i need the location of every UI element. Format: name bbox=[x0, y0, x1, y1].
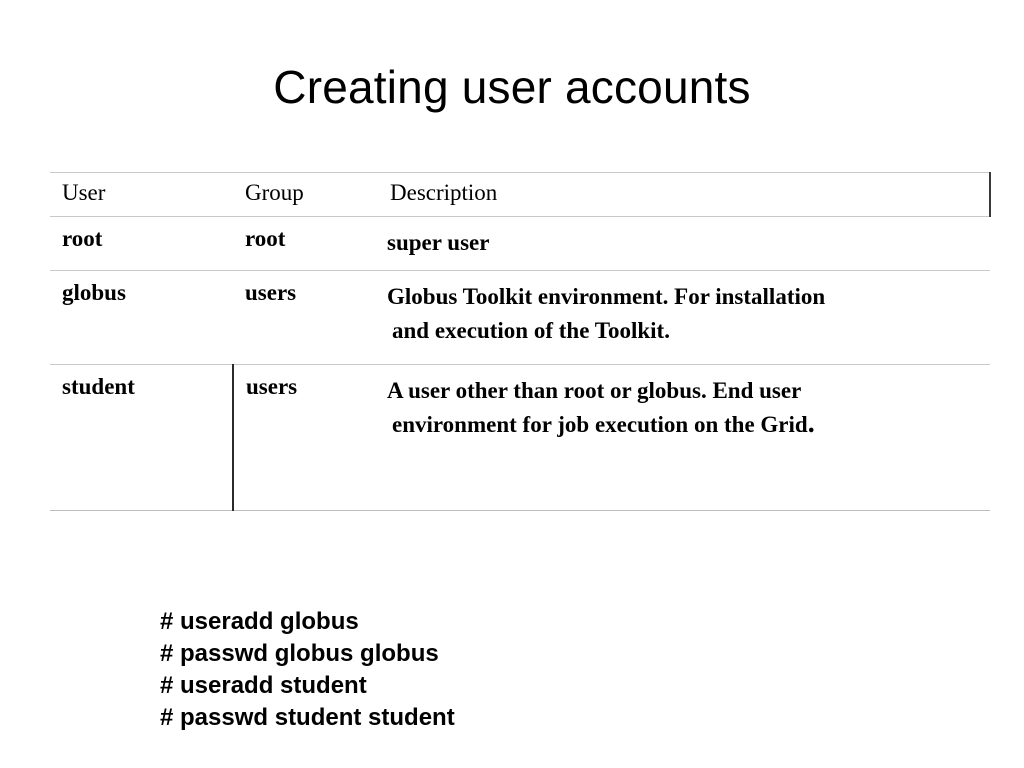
description-trailing-punctuation: . bbox=[807, 407, 815, 439]
command-line: # useradd globus bbox=[160, 608, 359, 635]
table-row: student users A user other than root or … bbox=[50, 364, 990, 511]
group-value: users bbox=[246, 374, 298, 399]
cell-user-globus: globus bbox=[50, 270, 233, 365]
description-value: Globus Toolkit environment. For installa… bbox=[343, 271, 990, 348]
table-row: root root super user bbox=[50, 216, 990, 271]
column-header-group: Group bbox=[245, 180, 304, 205]
column-header-user: User bbox=[62, 180, 106, 205]
cell-group-student: users bbox=[232, 364, 343, 511]
cell-group-globus: users bbox=[233, 270, 343, 365]
column-header-description: Description bbox=[390, 180, 498, 205]
command-line: # passwd student student bbox=[160, 703, 455, 731]
cell-description-root: super user bbox=[343, 216, 990, 271]
user-accounts-table: User Group Description root root super u… bbox=[50, 172, 991, 511]
description-value: A user other than root or globus. End us… bbox=[343, 365, 990, 442]
user-value: root bbox=[62, 226, 103, 251]
page-title: Creating user accounts bbox=[273, 61, 751, 113]
cell-group-root: root bbox=[233, 216, 343, 271]
header-cell-description: Description bbox=[343, 172, 991, 217]
description-line-text: environment for job execution on the Gri… bbox=[392, 411, 808, 437]
group-value: users bbox=[245, 280, 297, 305]
header-cell-user: User bbox=[50, 172, 233, 217]
command-line: # useradd student bbox=[160, 671, 367, 699]
cell-description-student: A user other than root or globus. End us… bbox=[343, 364, 990, 511]
command-line: # passwd globus globus bbox=[160, 639, 439, 667]
table-row: globus users Globus Toolkit environment.… bbox=[50, 270, 990, 365]
command-block: # useradd globus # passwd globus globus … bbox=[160, 606, 455, 734]
description-line: and execution of the Toolkit. bbox=[392, 317, 670, 343]
table-header-row: User Group Description bbox=[50, 172, 991, 217]
description-line: super user bbox=[387, 230, 490, 255]
user-value: globus bbox=[62, 280, 126, 305]
description-line: A user other than root or globus. End us… bbox=[387, 378, 802, 403]
header-cell-group: Group bbox=[233, 172, 343, 217]
description-line: environment for job execution on the Gri… bbox=[387, 408, 990, 442]
user-value: student bbox=[62, 374, 135, 399]
group-value: root bbox=[245, 226, 286, 251]
description-line: Globus Toolkit environment. For installa… bbox=[387, 284, 826, 309]
cell-user-root: root bbox=[50, 216, 233, 271]
cell-description-globus: Globus Toolkit environment. For installa… bbox=[343, 270, 990, 365]
description-value: super user bbox=[343, 217, 990, 260]
cell-user-student: student bbox=[50, 364, 233, 511]
